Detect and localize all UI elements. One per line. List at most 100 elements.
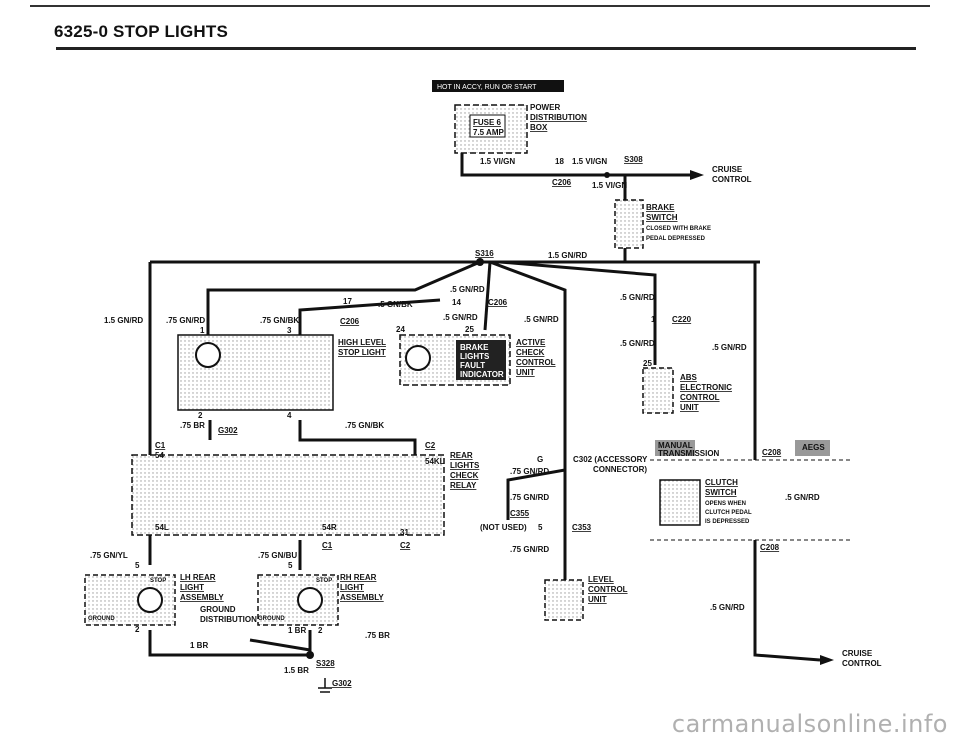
svg-text:1.5 GN/RD: 1.5 GN/RD (548, 251, 587, 260)
svg-text:.75 BR: .75 BR (365, 631, 390, 640)
svg-text:C206: C206 (340, 317, 360, 326)
svg-text:25: 25 (643, 359, 652, 368)
level-control-unit (544, 579, 584, 621)
hot-tag-label: HOT IN ACCY, RUN OR START (437, 84, 537, 91)
svg-text:BRAKE: BRAKE (646, 203, 675, 212)
svg-text:GROUND: GROUND (200, 605, 236, 614)
svg-text:C1: C1 (155, 441, 166, 450)
svg-text:UNIT: UNIT (680, 403, 699, 412)
svg-text:1: 1 (651, 315, 656, 324)
fuse-6 (469, 114, 506, 138)
svg-text:1 BR: 1 BR (190, 641, 208, 650)
svg-text:BOX: BOX (530, 123, 548, 132)
svg-text:S328: S328 (316, 659, 335, 668)
svg-text:UNIT: UNIT (588, 595, 607, 604)
svg-text:REAR: REAR (450, 451, 473, 460)
svg-text:18: 18 (555, 157, 564, 166)
svg-text:C353: C353 (572, 523, 592, 532)
svg-text:DISTRIBUTION: DISTRIBUTION (200, 615, 257, 624)
lamp-symbol (195, 342, 221, 368)
svg-text:3: 3 (287, 326, 292, 335)
svg-text:.75 BR: .75 BR (180, 421, 205, 430)
svg-text:TRANSMISSION: TRANSMISSION (658, 449, 720, 458)
svg-text:.5 GN/BK: .5 GN/BK (378, 300, 413, 309)
svg-text:CONTROL: CONTROL (516, 358, 556, 367)
svg-text:1.5 GN/RD: 1.5 GN/RD (104, 316, 143, 325)
svg-text:.75 GN/RD: .75 GN/RD (166, 316, 205, 325)
rear-lights-check-relay (131, 454, 445, 536)
svg-text:INDICATOR: INDICATOR (460, 370, 504, 379)
svg-text:1 BR: 1 BR (288, 626, 306, 635)
svg-text:.75 GN/BU: .75 GN/BU (258, 551, 297, 560)
svg-text:GROUND: GROUND (88, 616, 115, 622)
svg-text:LIGHTS: LIGHTS (450, 461, 480, 470)
svg-text:17: 17 (343, 297, 352, 306)
svg-text:1.5 VI/GN: 1.5 VI/GN (592, 181, 627, 190)
svg-text:1.5 BR: 1.5 BR (284, 666, 309, 675)
svg-text:CRUISE: CRUISE (712, 165, 743, 174)
svg-text:STOP LIGHT: STOP LIGHT (338, 348, 386, 357)
svg-text:CONTROL: CONTROL (712, 175, 752, 184)
svg-text:.75 GN/BK: .75 GN/BK (260, 316, 299, 325)
svg-text:UNIT: UNIT (516, 368, 535, 377)
abs-control-unit (642, 367, 674, 414)
manual-transmission-tag (655, 440, 695, 456)
svg-text:54: 54 (155, 451, 164, 460)
svg-text:5: 5 (135, 561, 140, 570)
svg-text:.5 GN/RD: .5 GN/RD (524, 315, 559, 324)
svg-text:ACTIVE: ACTIVE (516, 338, 546, 347)
svg-text:HIGH LEVEL: HIGH LEVEL (338, 338, 386, 347)
svg-text:LIGHT: LIGHT (340, 583, 364, 592)
svg-text:24: 24 (396, 325, 405, 334)
svg-text:.5 GN/RD: .5 GN/RD (620, 293, 655, 302)
svg-text:LEVEL: LEVEL (588, 575, 614, 584)
svg-text:2: 2 (135, 625, 140, 634)
title-rule (56, 47, 916, 50)
wire-labels: 1.5 VI/GN 18 1.5 VI/GN S308 C206 1.5 VI/… (88, 155, 882, 688)
svg-text:RH REAR: RH REAR (340, 573, 377, 582)
svg-text:CLUTCH PEDAL: CLUTCH PEDAL (705, 510, 752, 516)
svg-text:C208: C208 (760, 543, 780, 552)
svg-text:FAULT: FAULT (460, 361, 485, 370)
svg-text:5: 5 (288, 561, 293, 570)
svg-text:AEGS: AEGS (802, 443, 825, 452)
svg-text:BRAKE: BRAKE (460, 343, 489, 352)
svg-text:1.5 VI/GN: 1.5 VI/GN (572, 157, 607, 166)
svg-text:OPENS WHEN: OPENS WHEN (705, 501, 746, 507)
svg-text:GROUND: GROUND (258, 616, 285, 622)
svg-text:CONTROL: CONTROL (588, 585, 628, 594)
clutch-switch (659, 479, 701, 526)
svg-text:CONTROL: CONTROL (680, 393, 720, 402)
svg-text:ASSEMBLY: ASSEMBLY (340, 593, 384, 602)
svg-text:LIGHTS: LIGHTS (460, 352, 490, 361)
svg-text:54KL: 54KL (425, 457, 445, 466)
brake-switch (614, 199, 644, 249)
svg-text:54R: 54R (322, 523, 337, 532)
svg-text:2: 2 (318, 626, 323, 635)
svg-text:G: G (537, 455, 543, 464)
svg-text:C206: C206 (552, 178, 572, 187)
svg-text:IS DEPRESSED: IS DEPRESSED (705, 519, 750, 525)
svg-text:DISTRIBUTION: DISTRIBUTION (530, 113, 587, 122)
svg-text:.75 GN/BK: .75 GN/BK (345, 421, 384, 430)
svg-text:CRUISE: CRUISE (842, 649, 873, 658)
fuse-rating: 7.5 AMP (473, 128, 504, 137)
svg-text:LIGHT: LIGHT (180, 583, 204, 592)
svg-text:.5 GN/RD: .5 GN/RD (710, 603, 745, 612)
svg-text:STOP: STOP (316, 578, 332, 584)
svg-text:4: 4 (287, 411, 292, 420)
svg-text:C2: C2 (425, 441, 436, 450)
svg-text:CLUTCH: CLUTCH (705, 478, 738, 487)
svg-text:31: 31 (400, 528, 409, 537)
svg-text:C1: C1 (322, 541, 333, 550)
svg-text:5: 5 (538, 523, 543, 532)
svg-text:.75 GN/RD: .75 GN/RD (510, 493, 549, 502)
svg-text:PEDAL DEPRESSED: PEDAL DEPRESSED (646, 236, 706, 242)
watermark: carmanualsonline.info (671, 710, 948, 738)
svg-text:G302: G302 (332, 679, 352, 688)
svg-text:ELECTRONIC: ELECTRONIC (680, 383, 732, 392)
hot-tag (432, 80, 564, 92)
svg-text:ABS: ABS (680, 373, 698, 382)
svg-text:CONNECTOR): CONNECTOR) (593, 465, 647, 474)
